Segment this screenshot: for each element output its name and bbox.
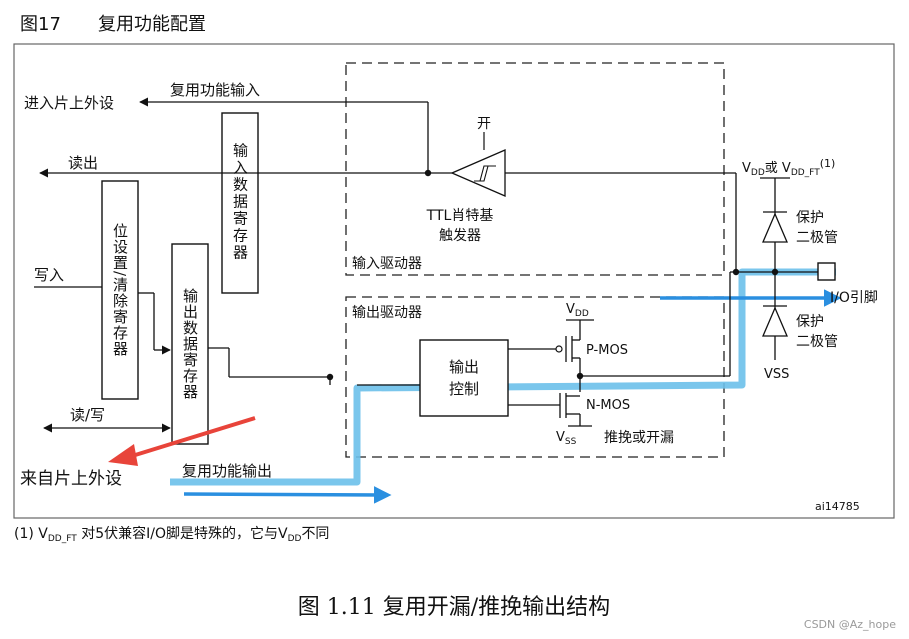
protection-diode-top [762,211,788,243]
bit-set-reset-register [101,180,139,400]
protection-diode-bottom [762,305,788,337]
vdd-ft-label: VDD或 VDD_FT(1) [742,157,835,178]
vss-pin-label: VSS [764,367,789,382]
figure-title: 复用功能配置 [98,14,206,35]
output-driver-box [345,296,725,458]
io-pad [817,262,836,281]
footnote: (1) VDD_FT 对5伏兼容I/O脚是特殊的，它与VDD不同 [14,525,329,544]
input-data-register [221,112,259,294]
from-peripheral-label: 来自片上外设 [20,469,122,489]
output-data-register [171,243,209,445]
figure-number: 图17 [20,14,61,35]
blue-arrow-bottom [183,486,392,504]
protect-top-label-1: 保护 [796,210,824,226]
outer-frame [13,43,895,519]
io-pin-label: I/O引脚 [830,290,878,306]
caption: 图 1.11 复用开漏/推挽输出结构 [298,595,610,620]
vdd-label: VDD [566,302,589,319]
nmos-label: N-MOS [586,398,630,413]
to-peripheral-label: 进入片上外设 [24,94,114,112]
input-driver-label: 输入驱动器 [352,256,422,272]
input-driver-box [345,62,725,276]
alt-func-input-label: 复用功能输入 [170,81,260,99]
output-control-label-1: 输出 [449,358,479,376]
schmitt-trigger-symbol [450,132,506,197]
figure-code: ai14785 [815,500,860,513]
protect-bottom-label-2: 二极管 [796,334,838,350]
output-driver-label: 输出驱动器 [352,305,422,321]
vss-label: VSS [556,430,577,447]
pmos-label: P-MOS [586,343,628,358]
push-pull-label: 推挽或开漏 [604,430,674,446]
schmitt-label-1: TTL肖特基 [426,207,494,224]
read-write-label: 读/写 [70,406,105,424]
protect-bottom-label-1: 保护 [796,314,824,330]
output-control-box [419,339,509,417]
junctions [326,169,779,381]
odr-label: 输出数据寄存器 [181,288,199,400]
output-control-label-2: 控制 [449,380,479,398]
protect-top-label-2: 二极管 [796,230,838,246]
idr-label: 输入数据寄存器 [231,143,249,262]
pmos-gate-bubble [555,345,563,353]
alt-func-output-label: 复用功能输出 [182,462,272,480]
red-arrow [108,416,256,466]
read-label: 读出 [68,154,98,172]
write-label: 写入 [34,266,64,284]
watermark: CSDN @Az_hope [804,618,896,631]
bsrr-label: 位设置/清除寄存器 [111,223,129,357]
schmitt-label-2: 触发器 [439,228,481,244]
on-label: 开 [477,116,491,132]
